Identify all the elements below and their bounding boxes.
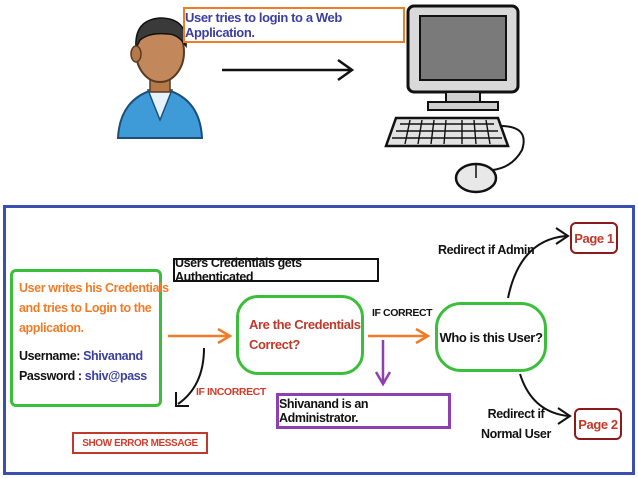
- password-value: shiv@pass: [84, 369, 147, 383]
- page1-box: Page 1: [570, 222, 618, 254]
- username-label: Username:: [19, 349, 81, 363]
- action-banner-text: User tries to login to a Web Application…: [185, 10, 342, 40]
- credentials-line3: application.: [19, 321, 84, 335]
- credentials-box: User writes his Credentials and tries to…: [10, 269, 169, 407]
- diagram-frame: [3, 205, 635, 475]
- arrow-check-to-who: [368, 327, 431, 345]
- admin-result-box: Shivanand is an Administrator.: [276, 393, 451, 429]
- user-avatar-icon: [116, 17, 204, 139]
- credentials-line2: and tries to Login to the: [19, 301, 152, 315]
- redirect-normal-line1: Redirect if: [487, 407, 545, 421]
- auth-label-box: Users Credentials gets Authenticated: [173, 256, 379, 284]
- check-credentials-box: Are the Credentials Correct?: [236, 295, 364, 375]
- error-message-box: SHOW ERROR MESSAGE: [72, 432, 208, 454]
- redirect-normal-line2: Normal User: [481, 427, 551, 441]
- check-line1: Are the Credentials: [249, 317, 361, 332]
- redirect-admin-label: Redirect if Admin: [438, 243, 535, 257]
- if-correct-label: IF CORRECT: [372, 307, 433, 319]
- who-user-label: Who is this User?: [439, 329, 543, 345]
- computer-icon: [384, 4, 525, 194]
- if-incorrect-label: IF INCORRECT: [196, 386, 266, 398]
- password-label: Password :: [19, 369, 82, 383]
- arrow-to-admin-result: [374, 340, 392, 387]
- page2-box: Page 2: [574, 408, 622, 440]
- username-value: Shivanand: [83, 349, 143, 363]
- who-is-user-box: Who is this User?: [435, 302, 547, 372]
- arrow-to-page2: [519, 373, 572, 425]
- credentials-line1: User writes his Credentials: [19, 281, 169, 295]
- arrow-to-page1: [507, 227, 570, 299]
- page2-label: Page 2: [578, 416, 618, 432]
- auth-label: Users Credentials gets Authenticated: [175, 256, 302, 284]
- page1-label: Page 1: [574, 230, 614, 246]
- check-line2: Correct?: [249, 337, 300, 352]
- arrow-incorrect: [175, 347, 205, 407]
- admin-result-label: Shivanand is an Administrator.: [279, 397, 369, 425]
- error-message-label: SHOW ERROR MESSAGE: [82, 437, 198, 449]
- arrow-to-computer-icon: [222, 58, 355, 82]
- redirect-normal-label: Redirect if Normal User: [481, 404, 551, 444]
- arrow-credentials-to-check: [168, 327, 233, 345]
- action-banner: User tries to login to a Web Application…: [183, 7, 405, 43]
